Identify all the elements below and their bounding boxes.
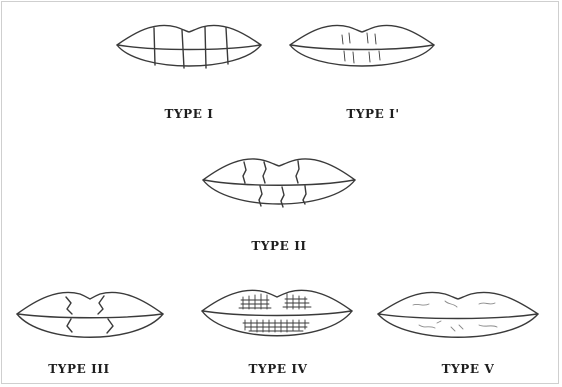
label-type-1-prime: TYPE I' bbox=[328, 107, 418, 121]
lip-outline-type-5 bbox=[375, 285, 541, 347]
lip-drawing-type-4 bbox=[199, 284, 355, 346]
label-type-4: TYPE IV bbox=[228, 362, 328, 376]
lip-outline-type-4 bbox=[199, 284, 355, 346]
lip-drawing-type-1-prime bbox=[287, 17, 437, 77]
label-type-5: TYPE V bbox=[418, 362, 518, 376]
lip-drawing-type-5 bbox=[375, 285, 541, 347]
lip-drawing-type-1 bbox=[114, 17, 264, 77]
lip-drawing-type-2 bbox=[200, 152, 358, 214]
lip-outline-type-1-prime bbox=[287, 17, 437, 77]
lip-drawing-type-3 bbox=[14, 285, 166, 347]
lip-outline-type-2 bbox=[200, 152, 358, 214]
lip-outline-type-3 bbox=[14, 285, 166, 347]
label-type-1: TYPE I bbox=[144, 107, 234, 121]
label-type-3: TYPE III bbox=[29, 362, 129, 376]
label-type-2: TYPE II bbox=[234, 239, 324, 253]
lip-outline-type-1 bbox=[114, 17, 264, 77]
